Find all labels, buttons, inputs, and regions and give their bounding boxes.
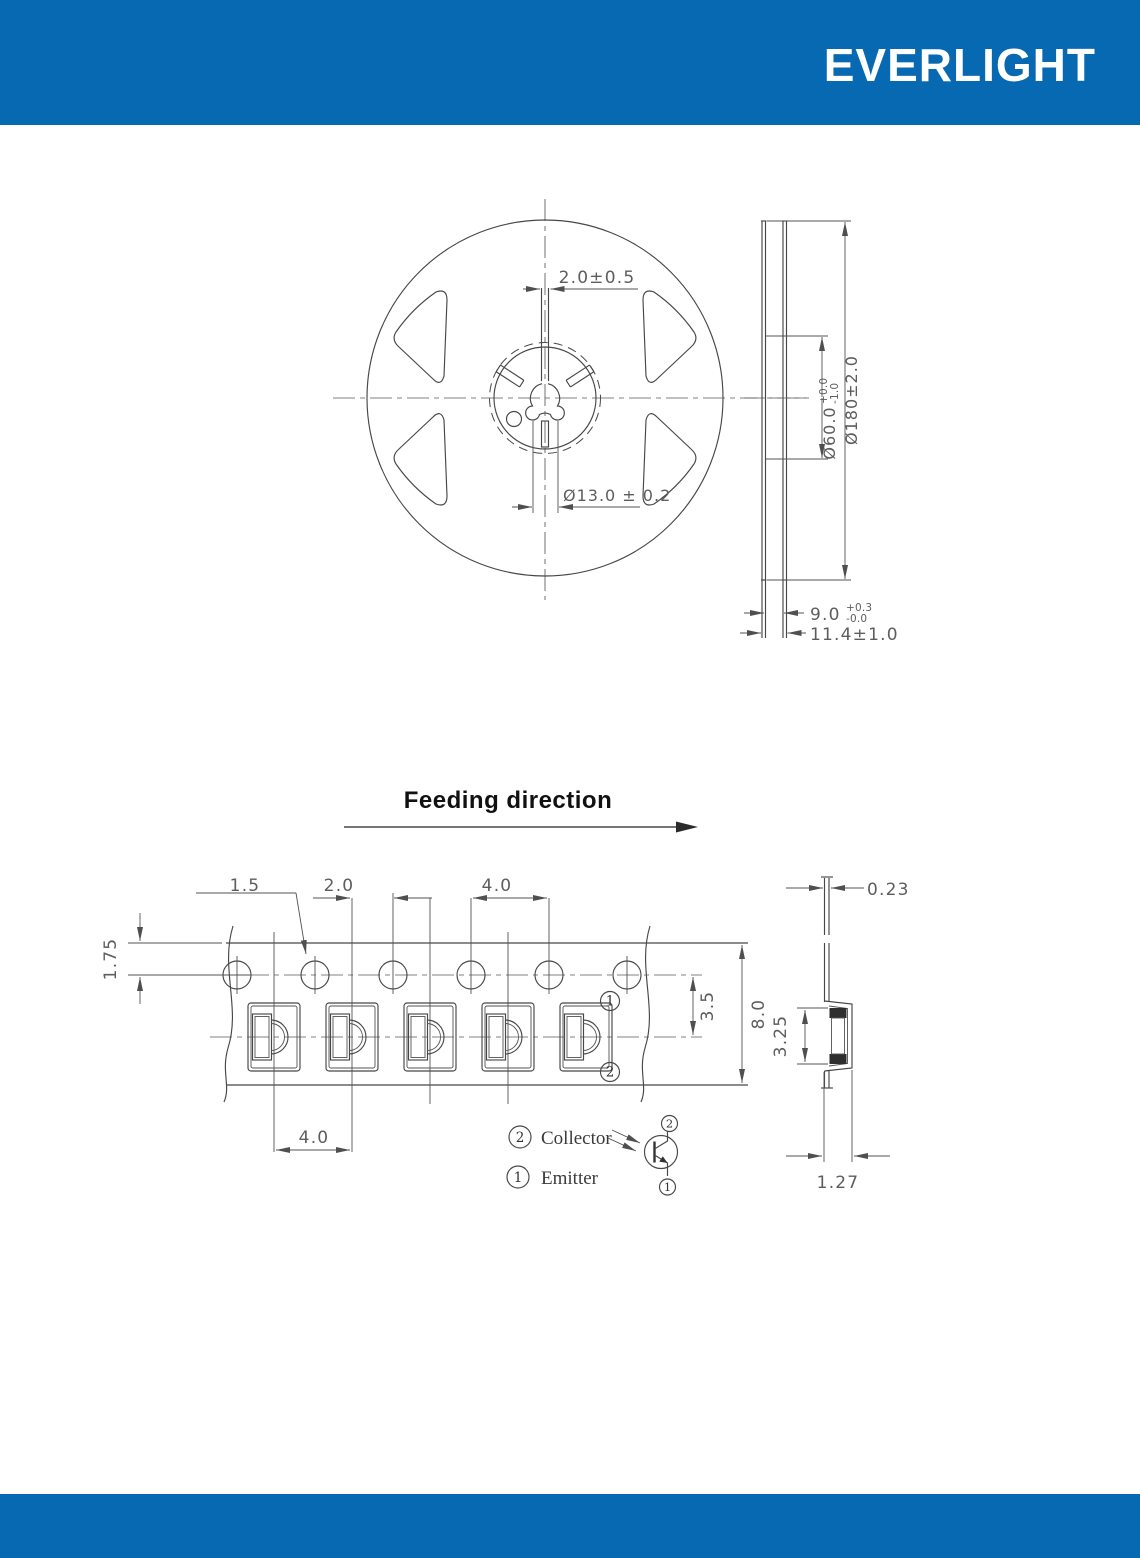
dim-slot-width: 2.0±0.5 bbox=[523, 268, 638, 292]
dim-hole-dia: 1.5 bbox=[196, 876, 307, 955]
dim-hub-dia: Ø60.0 +0.0 -1.0 bbox=[818, 337, 841, 460]
reel-hub bbox=[493, 346, 597, 450]
light-ray-icon bbox=[607, 1137, 637, 1152]
dim-pocket-length: 3.25 bbox=[771, 1007, 828, 1065]
dim-hub-dia-text: Ø60.0 bbox=[820, 406, 839, 459]
everlight-logo: EVERLIGHT bbox=[823, 39, 1096, 91]
tape-break-line-left bbox=[223, 925, 234, 1103]
tape-break-line-right bbox=[640, 925, 651, 1103]
hub-key-slot-left bbox=[495, 364, 525, 388]
legend-pin2-label: Collector bbox=[541, 1128, 612, 1149]
dim-outer-width-text: 11.4±1.0 bbox=[810, 625, 899, 645]
part-section-bottom bbox=[829, 1054, 847, 1064]
phototransistor-symbol-icon: 2 1 bbox=[607, 1114, 679, 1196]
dim-hub-hole: Ø13.0 ± 0.2 bbox=[512, 421, 671, 513]
hub-bottom-slot bbox=[540, 420, 550, 448]
dim-pocket-depth-text: 1.27 bbox=[817, 1173, 860, 1193]
dim-slot-width-text: 2.0±0.5 bbox=[559, 268, 636, 288]
emitter-arrow-icon bbox=[659, 1156, 668, 1163]
hub-key-slot-right bbox=[565, 364, 595, 388]
feeding-direction: Feeding direction bbox=[344, 787, 698, 833]
svg-text:2: 2 bbox=[606, 1065, 615, 1081]
dim-edge-to-hole: 1.75 bbox=[101, 913, 250, 1004]
dim-pocket-pitch: 4.0 bbox=[276, 1128, 350, 1153]
dim-tape-thickness: 0.23 bbox=[786, 880, 910, 900]
part-section-body bbox=[831, 1017, 845, 1055]
footer-bar bbox=[0, 1494, 1140, 1558]
dim-hub-hole-text: Ø13.0 ± 0.2 bbox=[563, 486, 671, 505]
dim-inner-width-text: 9.0 bbox=[810, 605, 841, 625]
pocket-profile-outer bbox=[824, 1000, 853, 1072]
header-bar: EVERLIGHT bbox=[0, 0, 1140, 125]
feeding-direction-label: Feeding direction bbox=[404, 787, 613, 814]
svg-text:1: 1 bbox=[606, 994, 615, 1010]
dim-hole-to-pocket-text: 2.0 bbox=[324, 876, 355, 896]
reel-outer-flange bbox=[366, 219, 724, 577]
reel-hub-dashed bbox=[489, 342, 601, 454]
dim-pocket-depth: 1.27 bbox=[786, 1070, 890, 1193]
dim-inner-width-tol-plus: +0.3 bbox=[846, 602, 872, 614]
carrier-tape-plan: 1.5 2.0 4.0 1.75 bbox=[101, 876, 769, 1153]
hub-center-keyhole bbox=[525, 383, 565, 421]
dim-pocket-pitch-text: 4.0 bbox=[299, 1128, 330, 1148]
legend-pin1-number: 1 bbox=[514, 1170, 523, 1186]
dim-outer-dia-text: Ø180±2.0 bbox=[842, 355, 861, 445]
dim-tape-width: 8.0 bbox=[739, 945, 769, 1083]
reel-window-slot-se bbox=[642, 413, 697, 506]
dim-hole-to-part-center-text: 3.5 bbox=[698, 991, 718, 1022]
pocket-profile-inner bbox=[828, 1005, 848, 1067]
reel-front-view: 2.0±0.5 Ø13.0 ± 0.2 bbox=[333, 199, 810, 600]
feeding-direction-arrow-icon bbox=[676, 821, 698, 833]
reel-side-view: Ø60.0 +0.0 -1.0 Ø180±2.0 9.0 +0.3 -0.0 bbox=[740, 220, 899, 645]
pin-callout-top: 1 bbox=[599, 990, 621, 1012]
dim-hub-dia-tol-minus: -1.0 bbox=[829, 383, 841, 404]
dim-outer-width: 11.4±1.0 bbox=[740, 625, 899, 645]
light-ray-icon bbox=[611, 1129, 641, 1144]
sprocket-holes bbox=[222, 893, 642, 994]
dim-tape-width-text: 8.0 bbox=[749, 999, 769, 1030]
dim-outer-dia: Ø180±2.0 bbox=[767, 220, 861, 581]
pin-legend: 2 Collector 1 Emitter 2 1 bbox=[506, 1114, 679, 1196]
legend-pin1-label: Emitter bbox=[541, 1168, 599, 1189]
pin-callout-bottom: 2 bbox=[599, 1061, 621, 1083]
dim-hole-pitch-text: 4.0 bbox=[482, 876, 513, 896]
dim-tape-thickness-text: 0.23 bbox=[867, 880, 910, 900]
dim-inner-width-tol-minus: -0.0 bbox=[846, 613, 867, 625]
hub-small-hole bbox=[505, 410, 523, 428]
dim-inner-width: 9.0 +0.3 -0.0 bbox=[744, 602, 872, 625]
dim-hole-pitch: 4.0 bbox=[473, 876, 547, 901]
reel-window-slot-nw bbox=[393, 290, 448, 383]
dim-hub-dia-tol-plus: +0.0 bbox=[818, 378, 830, 404]
dim-hole-dia-text: 1.5 bbox=[230, 876, 261, 896]
dim-edge-to-hole-text: 1.75 bbox=[101, 938, 121, 981]
reel-window-slot-sw bbox=[393, 413, 448, 506]
symbol-emitter-number: 1 bbox=[664, 1180, 671, 1194]
tape-section-view: 0.23 3.25 1.27 bbox=[771, 876, 910, 1193]
dim-pocket-length-text: 3.25 bbox=[771, 1015, 791, 1058]
dim-hole-to-pocket: 2.0 bbox=[313, 876, 432, 901]
part-section-top bbox=[829, 1008, 847, 1018]
reel-window-slot-ne bbox=[642, 290, 697, 383]
legend-pin2-number: 2 bbox=[516, 1130, 525, 1146]
dim-hole-to-part-center: 3.5 bbox=[690, 977, 718, 1035]
symbol-collector-number: 2 bbox=[666, 1117, 673, 1131]
